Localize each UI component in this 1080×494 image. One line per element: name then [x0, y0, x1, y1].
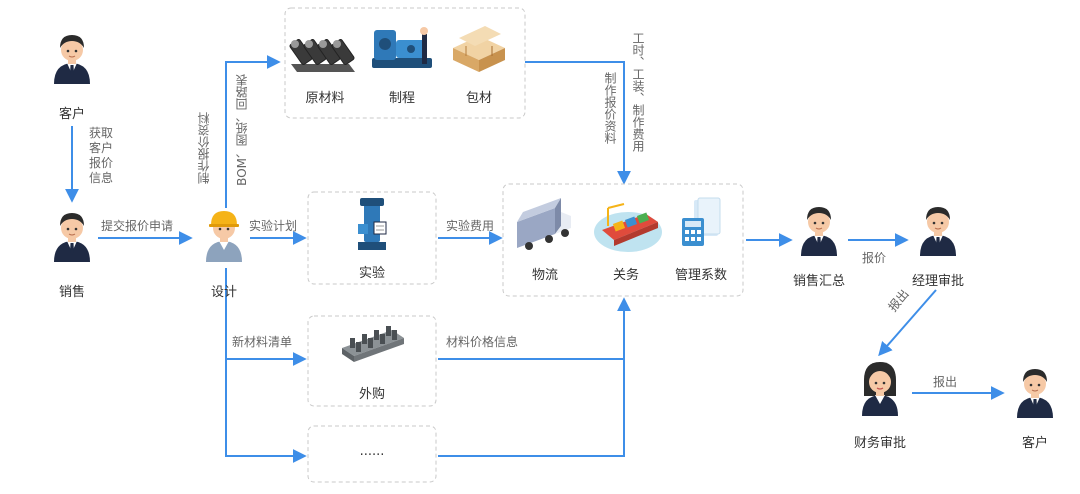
- customer-end-avatar-icon: [1017, 368, 1053, 418]
- node-raw-material: 原材料: [305, 91, 345, 106]
- raw-material-pipes-icon: [289, 39, 355, 72]
- arrow-manager-to-finance: [878, 289, 937, 357]
- designer-avatar-icon: [206, 211, 242, 262]
- connectors: [65, 55, 1005, 463]
- edge-label-from-materials-1: 工时、工装、制作费用: [631, 32, 645, 152]
- arrow-ellipsis-to-costs: [438, 359, 625, 457]
- packaging-boxes-icon: [453, 26, 505, 72]
- customs-ship-icon: [594, 203, 662, 252]
- female-avatar-icon: [862, 362, 898, 416]
- edge-label-line: 报价: [89, 156, 114, 170]
- process-machine-icon: [372, 27, 432, 68]
- node-management: 管理系数: [674, 268, 727, 283]
- node-experiment: 实验: [358, 266, 385, 281]
- sales-avatar-icon: [54, 212, 90, 262]
- manager-avatar-icon: [920, 206, 956, 256]
- experiment-machine-icon: [358, 198, 387, 250]
- edge-label-from-materials-2: 制作报价资料: [603, 72, 617, 144]
- edge-label-quote: 报价: [862, 251, 887, 265]
- arrow-materials-to-costs: [524, 61, 631, 185]
- node-process: 制程: [388, 91, 415, 106]
- node-purchase: 外购: [358, 387, 385, 402]
- customer-avatar-icon: [54, 34, 90, 84]
- edge-label-line: 获取: [89, 126, 114, 140]
- node-design: 设计: [210, 285, 237, 300]
- node-sales: 销售: [58, 285, 85, 300]
- edge-label-experiment-plan: 实验计划: [249, 219, 298, 233]
- ellipsis-box: [307, 425, 437, 483]
- edge-label-to-materials-1: 制作报价资料: [197, 112, 211, 184]
- node-finance-review: 财务审批: [853, 436, 906, 451]
- node-customer-end: 客户: [1021, 436, 1048, 451]
- edge-label-line: 信息: [89, 171, 114, 185]
- node-ellipsis: ......: [359, 444, 385, 459]
- sales-summary-avatar-icon: [801, 206, 837, 256]
- arrow-design-to-purchase: [225, 268, 307, 463]
- logistics-truck-icon: [517, 198, 571, 250]
- node-customs: 关务: [612, 268, 639, 283]
- edge-label-submit-quote: 提交报价申请: [101, 219, 174, 233]
- edge-label-report-out-2: 报出: [933, 375, 958, 389]
- edge-label-new-material-list: 新材料清单: [232, 335, 293, 349]
- node-sales-summary: 销售汇总: [792, 274, 845, 289]
- edge-label-line: 客户: [89, 141, 114, 155]
- edge-label-material-price: 材料价格信息: [446, 335, 519, 349]
- arrow-purchase-to-costs: [438, 297, 631, 360]
- node-packaging: 包材: [465, 91, 492, 106]
- arrow-design-to-materials: [225, 55, 281, 208]
- node-customer-top: 客户: [58, 107, 85, 122]
- edge-label-experiment-cost: 实验费用: [446, 219, 495, 233]
- edge-label-get-customer-info: 获取 客户 报价 信息: [89, 126, 113, 186]
- purchase-parts-icon: [342, 326, 404, 362]
- node-manager-review: 经理审批: [911, 274, 964, 289]
- edge-label-to-materials-2: BOM、图纸、回路表: [235, 74, 249, 186]
- management-calculator-icon: [682, 197, 721, 246]
- node-logistics: 物流: [531, 268, 558, 283]
